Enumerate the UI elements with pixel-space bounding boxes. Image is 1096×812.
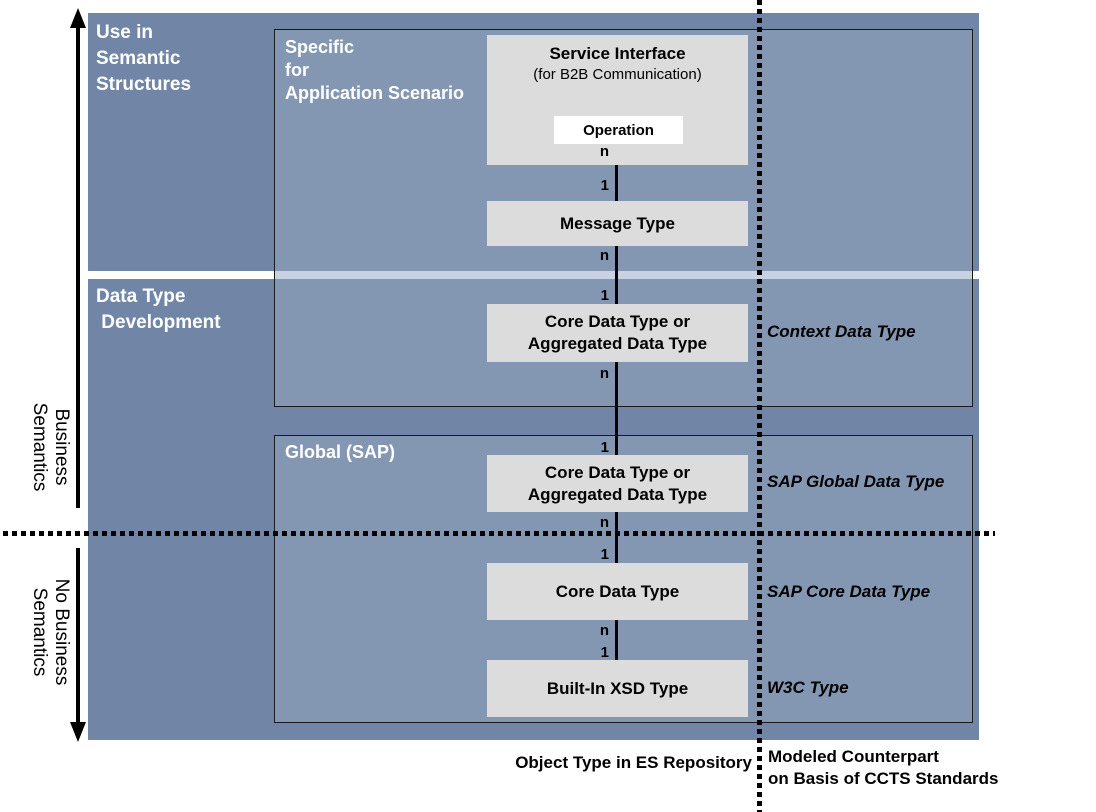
cardinality-1-cdt-context: 1 xyxy=(600,287,609,304)
counterpart-context-data-type: Context Data Type xyxy=(767,322,916,341)
down-arrowhead-icon xyxy=(70,722,86,742)
node-operation: Operation xyxy=(554,116,683,144)
service-interface-title: Service Interface xyxy=(549,44,686,63)
service-interface-subtitle: (for B2B Communication) xyxy=(533,66,702,83)
cardinality-1-built-in-xsd: 1 xyxy=(600,644,609,661)
hierarchy-connector-line xyxy=(615,142,618,662)
footer-modeled-counterpart: Modeled Counterpart on Basis of CCTS Sta… xyxy=(768,747,999,788)
business-semantics-axis-arrow xyxy=(70,8,87,508)
axis-label-business-semantics: Business Semantics xyxy=(29,402,72,492)
node-built-in-xsd-type: Built-In XSD Type xyxy=(487,660,748,717)
footer-object-type-in-es-repository: Object Type in ES Repository xyxy=(515,753,752,772)
cardinality-n-cdt-global: n xyxy=(599,514,609,531)
axis-shaft-upper xyxy=(76,24,80,508)
cardinality-1-cdt-global: 1 xyxy=(600,439,609,456)
counterpart-sap-global-data-type: SAP Global Data Type xyxy=(767,472,945,491)
node-core-or-aggregated-data-type-global: Core Data Type or Aggregated Data Type xyxy=(487,455,748,512)
no-business-semantics-axis-arrow xyxy=(70,548,87,742)
axis-shaft-lower xyxy=(76,548,80,726)
node-core-data-type: Core Data Type xyxy=(487,563,748,620)
box-label-specific-for-application-scenario: Specific for Application Scenario xyxy=(285,37,465,103)
cardinality-n-cdt-context: n xyxy=(599,365,609,382)
cardinality-1-message-type: 1 xyxy=(600,177,609,194)
counterpart-w3c-type: W3C Type xyxy=(767,678,849,697)
cardinality-n-operation: n xyxy=(599,143,609,160)
counterpart-sap-core-data-type: SAP Core Data Type xyxy=(767,582,931,601)
box-label-global-sap: Global (SAP) xyxy=(285,442,396,462)
semantics-boundary-dotted-line xyxy=(3,531,995,536)
cardinality-n-message-type: n xyxy=(599,247,609,264)
cardinality-1-core-data-type: 1 xyxy=(600,546,609,563)
counterpart-boundary-dotted-line xyxy=(757,0,762,812)
node-service-interface: Service Interface (for B2B Communication… xyxy=(487,35,748,165)
node-message-type: Message Type xyxy=(487,201,748,246)
up-arrowhead-icon xyxy=(70,8,86,28)
axis-label-no-business-semantics: No Business Semantics xyxy=(29,578,72,686)
band-divider-strip-inside xyxy=(275,271,972,279)
node-core-or-aggregated-data-type-context: Core Data Type or Aggregated Data Type xyxy=(487,304,748,362)
band-label-data-type-development: Data Type Development xyxy=(96,286,221,333)
cardinality-n-core-data-type: n xyxy=(599,622,609,639)
band-label-use-in-semantic-structures: Use in Semantic Structures xyxy=(96,22,192,95)
